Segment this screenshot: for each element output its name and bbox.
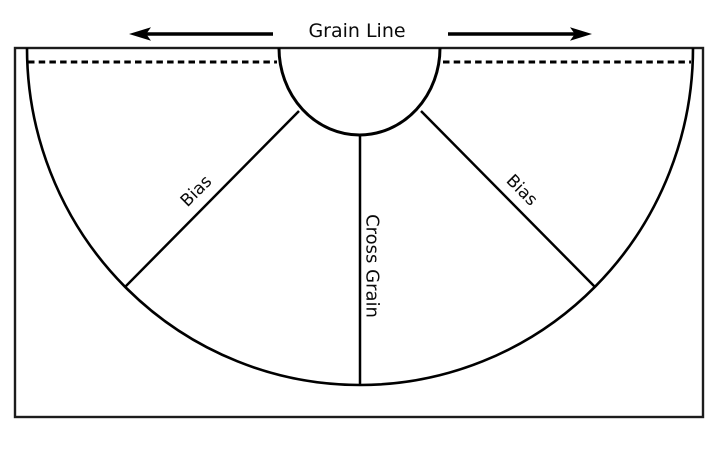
fabric-rectangle	[13, 46, 705, 419]
cross-grain-label: Cross Grain	[362, 214, 383, 318]
grain-line-label: Grain Line	[308, 20, 405, 42]
bias-label-right: Bias	[502, 171, 541, 210]
waistline-arc	[277, 47, 442, 137]
grain-arrow-left-icon	[129, 27, 273, 41]
bias-line-right	[420, 110, 596, 288]
bias-line-left	[124, 110, 300, 288]
bias-label-left: Bias	[177, 172, 216, 211]
grain-arrow-right-icon	[448, 27, 592, 41]
